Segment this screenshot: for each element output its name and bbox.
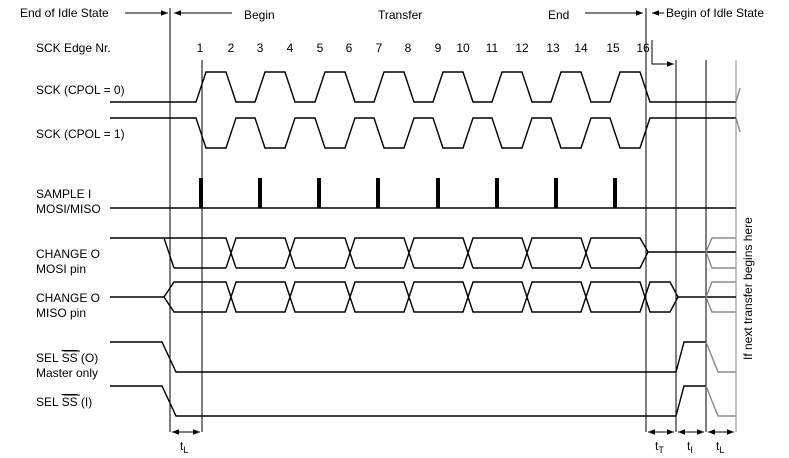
change-mosi-waveform-bottom [174,251,649,269]
change-miso-next-start [705,281,736,313]
tl-label: tL [180,439,188,455]
sample-tick [613,178,617,208]
change-mosi-label-line2: MOSI pin [36,262,86,276]
edge-number-label: SCK Edge Nr. [36,41,111,55]
sample-tick [436,178,440,208]
edge-numbers: 1 2 3 4 5 6 7 8 9 10 11 12 13 14 15 16 [197,41,650,55]
end-of-idle-label: End of Idle State [20,6,109,20]
edge-number: 12 [515,41,529,55]
edge-number: 3 [257,41,264,55]
begin-of-idle-label: Begin of Idle State [666,6,764,20]
sample-tick [258,178,262,208]
change-mosi-label-line1: CHANGE O [36,247,100,261]
sample-tick [495,178,499,208]
tl2-label: tL [716,439,724,455]
next-transfer-note: If next transfer begins here [741,217,755,360]
sample-label-line2: MOSI/MISO [36,202,101,216]
edge-number: 5 [317,41,324,55]
edge-number: 14 [574,41,588,55]
change-mosi-waveform-top [110,237,649,269]
sck-cpol0-next-start [735,87,741,103]
edge-number: 11 [486,41,499,55]
sel-ss-out-waveform [110,341,706,373]
sample-ticks [199,178,617,208]
change-mosi-next-start [705,237,736,269]
sample-tick [554,178,558,208]
ss-overbar-text: SS [62,395,78,409]
sck-cpol1-waveform [110,117,736,149]
edge-number: 9 [435,41,442,55]
sck-cpol0-waveform [110,71,736,103]
edge-number: 10 [456,41,470,55]
edge-number: 8 [405,41,412,55]
sel-ss-in-label: SEL SS (I) [36,395,92,409]
sel-ss-out-label: SEL SS (O) [36,351,98,365]
ti-label: tI [687,439,693,455]
sck-cpol1-label: SCK (CPOL = 1) [36,127,125,141]
sample-label-line1: SAMPLE I [36,187,91,201]
edge-number: 1 [197,41,204,55]
edge-number: 7 [376,41,383,55]
transfer-label: Transfer [378,8,422,22]
sel-ss-in-next [705,385,736,417]
sck-cpol1-next-start [735,117,741,133]
edge-number: 15 [606,41,620,55]
sel-ss-in-waveform [110,385,706,417]
change-miso-label-line1: CHANGE O [36,291,100,305]
edge-number: 4 [287,41,294,55]
sck-cpol0-label: SCK (CPOL = 0) [36,83,125,97]
edge-number: 13 [546,41,560,55]
sample-tick [376,178,380,208]
change-miso-waveform [110,281,736,313]
end-label: End [548,8,569,22]
edge-number: 6 [346,41,353,55]
idle-step-arrow [651,40,674,67]
sample-tick [199,178,203,208]
edge-number: 16 [636,41,650,55]
sel-ss-out-next [705,341,736,373]
sel-ss-out-label-line2: Master only [36,366,98,380]
ss-overbar-text: SS [62,351,78,365]
sample-tick [317,178,321,208]
edge-number: 2 [228,41,235,55]
tt-label: tT [655,439,664,455]
change-miso-label-line2: MISO pin [36,306,86,320]
begin-label: Begin [244,8,275,22]
